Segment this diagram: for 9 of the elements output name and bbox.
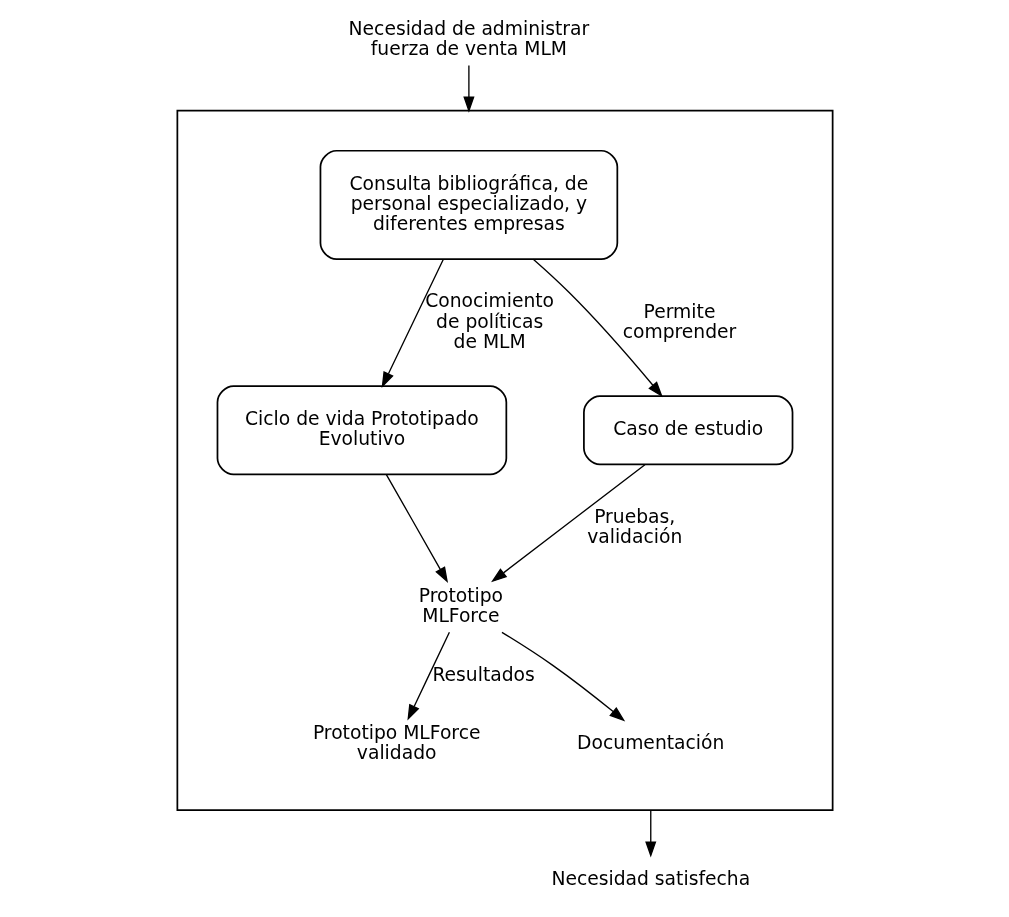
node-text: Documentación (576, 731, 724, 753)
edge-label: Permite comprender (622, 300, 736, 342)
edge-label: Conocimiento de políticas de MLM (424, 289, 554, 352)
node-text: Necesidad de administrar fuerza de venta MLM (348, 17, 589, 59)
node-text: Prototipo MLForce validado (312, 721, 480, 763)
node-text: Prototipo MLForce (418, 584, 503, 626)
edge-label: Resultados (431, 663, 535, 685)
edge-label: Pruebas, validación (586, 505, 682, 547)
node-text: Necesidad satisfecha (550, 867, 750, 889)
